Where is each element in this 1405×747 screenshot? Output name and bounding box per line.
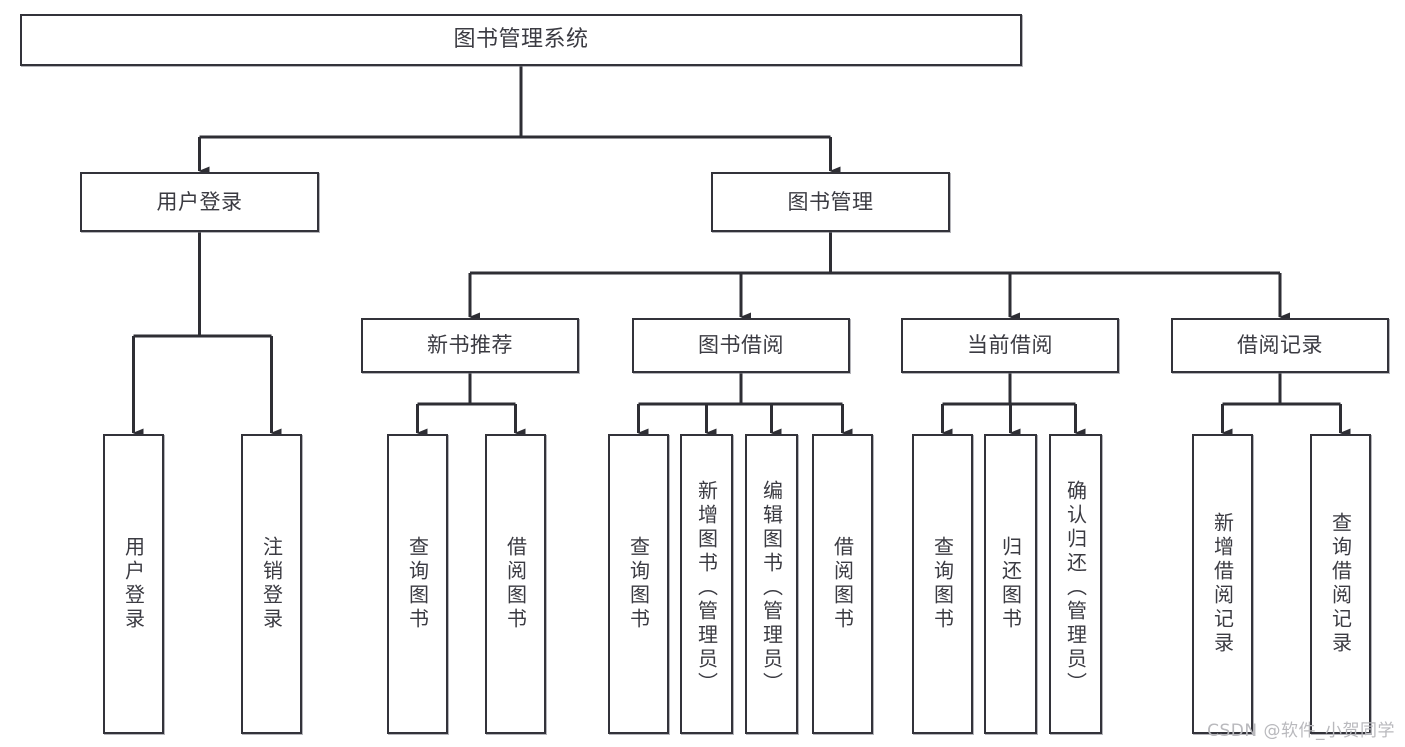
node-label: 新增借阅记录: [1210, 512, 1235, 656]
node-leaf-1[interactable]: 注销登录: [241, 434, 302, 734]
node-leaf-0[interactable]: 用户登录: [103, 434, 164, 734]
node-leaf-8[interactable]: 查询图书: [912, 434, 973, 734]
node-label: 新增图书（管理员）: [694, 480, 719, 696]
node-label: 确认归还（管理员）: [1063, 480, 1088, 696]
node-label: 当前借阅: [967, 333, 1053, 358]
node-leaf-7[interactable]: 借阅图书: [812, 434, 873, 734]
node-leaf-10[interactable]: 确认归还（管理员）: [1049, 434, 1102, 734]
node-label: 编辑图书（管理员）: [759, 480, 784, 696]
node-leaf-12[interactable]: 查询借阅记录: [1310, 434, 1371, 734]
node-l2-2[interactable]: 当前借阅: [901, 318, 1119, 373]
node-label: 注销登录: [259, 536, 284, 632]
node-leaf-3[interactable]: 借阅图书: [485, 434, 546, 734]
node-label: 新书推荐: [427, 333, 513, 358]
node-label: 借阅图书: [503, 536, 528, 632]
node-l2-3[interactable]: 借阅记录: [1171, 318, 1389, 373]
node-label: 用户登录: [121, 536, 146, 632]
node-l1-0[interactable]: 用户登录: [80, 172, 319, 232]
node-l2-0[interactable]: 新书推荐: [361, 318, 579, 373]
watermark-text: CSDN @软件_小贺同学: [1207, 721, 1395, 741]
node-l2-1[interactable]: 图书借阅: [632, 318, 850, 373]
node-leaf-5[interactable]: 新增图书（管理员）: [680, 434, 733, 734]
node-label: 图书管理: [787, 189, 874, 214]
node-label: 借阅图书: [830, 536, 855, 632]
node-leaf-4[interactable]: 查询图书: [608, 434, 669, 734]
node-root[interactable]: 图书管理系统: [20, 14, 1022, 66]
node-label: 查询图书: [405, 536, 430, 632]
node-l1-1[interactable]: 图书管理: [711, 172, 950, 232]
node-label: 查询借阅记录: [1328, 512, 1353, 656]
node-label: 图书管理系统: [453, 27, 589, 53]
node-leaf-6[interactable]: 编辑图书（管理员）: [745, 434, 798, 734]
node-leaf-11[interactable]: 新增借阅记录: [1192, 434, 1253, 734]
node-label: 借阅记录: [1237, 333, 1323, 358]
node-label: 归还图书: [998, 536, 1023, 632]
node-label: 用户登录: [156, 189, 243, 214]
node-label: 查询图书: [930, 536, 955, 632]
node-label: 图书借阅: [698, 333, 784, 358]
node-label: 查询图书: [626, 536, 651, 632]
node-leaf-9[interactable]: 归还图书: [984, 434, 1037, 734]
node-leaf-2[interactable]: 查询图书: [387, 434, 448, 734]
